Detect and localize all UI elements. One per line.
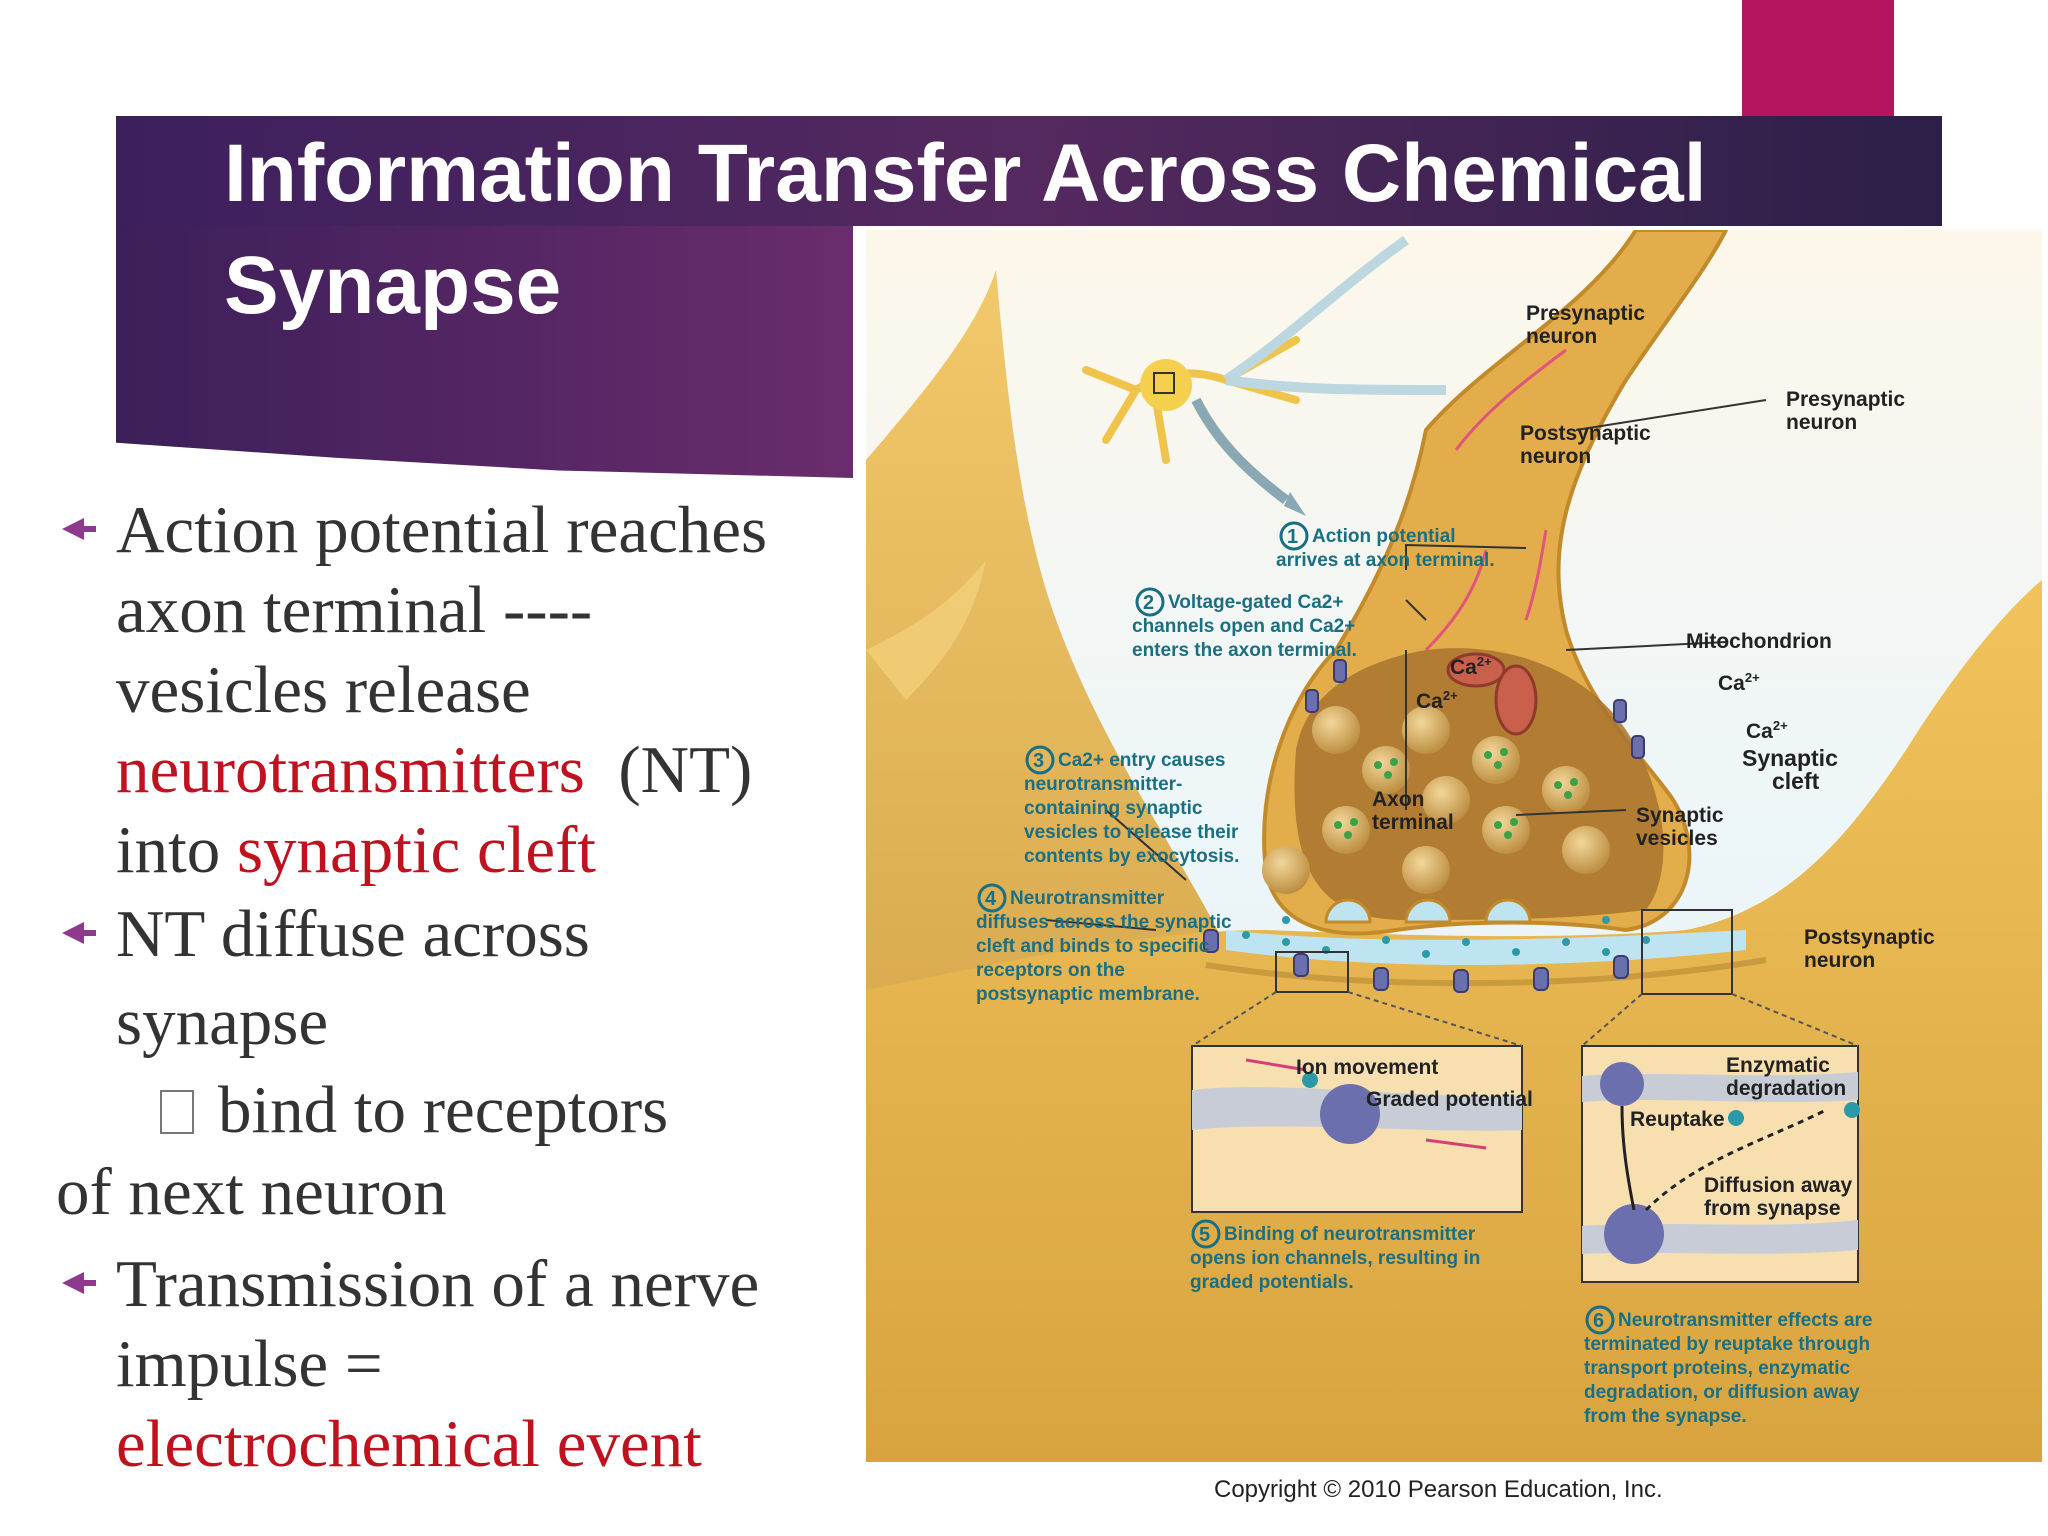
mitochondrion-2: [1494, 664, 1538, 736]
bullet-2-line-4: of next neuron: [56, 1155, 447, 1229]
bullet-list: Action potential reaches axon terminal -…: [56, 490, 856, 1484]
label-graded-potential: Graded potential: [1366, 1088, 1533, 1111]
label-ca-1: Ca2+: [1450, 654, 1492, 679]
vesicle: [1562, 826, 1610, 874]
bullet-1: Action potential reaches axon terminal -…: [56, 490, 856, 890]
leader-lines: [1045, 399, 1767, 931]
bullet-arrow-icon: [62, 1272, 96, 1294]
zoom-box-1: [1275, 951, 1349, 993]
mitochondrion-1: [1446, 652, 1506, 688]
zoom-box-2: [1641, 909, 1733, 995]
neuron-inset: [1082, 235, 1447, 516]
svg-text:1: 1: [1287, 526, 1298, 548]
bullet-2-line-2: synapse: [116, 985, 329, 1059]
zoom-connectors: [1191, 991, 1859, 1047]
label-reuptake: Reuptake: [1630, 1108, 1725, 1131]
bullet-3: Transmission of a nerve impulse = electr…: [56, 1244, 856, 1484]
bullet-1-line-5: into synaptic cleft: [116, 810, 856, 890]
label-ion-movement: Ion movement: [1296, 1056, 1438, 1079]
exocytosis-pockets: [1324, 898, 1532, 924]
svg-text:4: 4: [985, 888, 997, 910]
slide-title: Information Transfer Across Chemical Syn…: [224, 128, 1707, 331]
vesicle: [1472, 736, 1520, 784]
bullet-1-line-2: axon terminal ----: [116, 573, 593, 647]
vesicle: [1482, 806, 1530, 854]
svg-text:5: 5: [1199, 1224, 1210, 1246]
bullet-2-line-1: NT diffuse across: [116, 897, 590, 971]
left-tissue: [866, 270, 1246, 990]
copyright-notice: Copyright © 2010 Pearson Education, Inc.: [1214, 1476, 1663, 1503]
highlight-neurotransmitters: neurotransmitters: [116, 733, 585, 807]
highlight-electrochemical-event: electrochemical event: [116, 1407, 702, 1481]
bullet-1-line-3: vesicles release: [116, 653, 531, 727]
receptors: [1203, 929, 1629, 993]
vesicle: [1402, 846, 1450, 894]
step-2: 2 Voltage-gated Ca2+channels open and Ca…: [1132, 587, 1357, 661]
nt-abbrev: (NT): [584, 733, 753, 807]
into-text: into: [116, 813, 237, 887]
title-band-lower: [116, 226, 853, 478]
inset-reuptake: [1581, 1045, 1860, 1283]
action-potential-arrow-3: [1524, 529, 1548, 621]
vesicle: [1262, 846, 1310, 894]
neurotransmitter-dots: [1334, 748, 1578, 839]
label-ca-3: Ca2+: [1718, 670, 1760, 695]
label-mitochondrion: Mitochondrion: [1686, 630, 1832, 653]
title-band: [116, 116, 1942, 226]
inset-ion-movement: [1191, 1045, 1523, 1213]
action-potential-arrow: [1454, 348, 1567, 451]
svg-text:2: 2: [1143, 592, 1154, 614]
missing-glyph-box-icon: [160, 1090, 194, 1134]
bullet-1-line-1: Action potential reaches: [116, 493, 768, 567]
vesicle: [1362, 746, 1410, 794]
bullet-3-line-1: Transmission of a nerve: [116, 1247, 760, 1321]
sub-line: bind to receptors: [56, 1070, 856, 1150]
vesicle: [1322, 806, 1370, 854]
calcium-channels: [1305, 659, 1645, 759]
label-ca-2: Ca2+: [1416, 688, 1458, 713]
vesicle: [1312, 706, 1360, 754]
vesicle: [1402, 706, 1450, 754]
svg-text:3: 3: [1033, 750, 1044, 772]
vesicle: [1542, 766, 1590, 814]
bullet-1-line-4: neurotransmitters (NT): [116, 730, 856, 810]
highlight-synaptic-cleft: synaptic cleft: [236, 813, 597, 887]
bullet-3-line-2: impulse =: [116, 1327, 383, 1401]
svg-text:6: 6: [1593, 1310, 1604, 1332]
bullet-2: NT diffuse across synapse: [56, 894, 856, 1062]
bullet-arrow-icon: [62, 518, 96, 540]
bullet-2-line-3: bind to receptors: [218, 1073, 669, 1147]
continuation-line: of next neuron: [56, 1152, 856, 1232]
left-branch: [866, 560, 986, 700]
action-potential-arrow-2: [1424, 549, 1488, 652]
label-ca-4: Ca2+: [1746, 718, 1788, 743]
svg-text:Voltage-gated Ca2+channels ope: Voltage-gated Ca2+channels open and Ca2+…: [1132, 592, 1357, 661]
vesicle: [1422, 776, 1470, 824]
bullet-arrow-icon: [62, 922, 96, 944]
